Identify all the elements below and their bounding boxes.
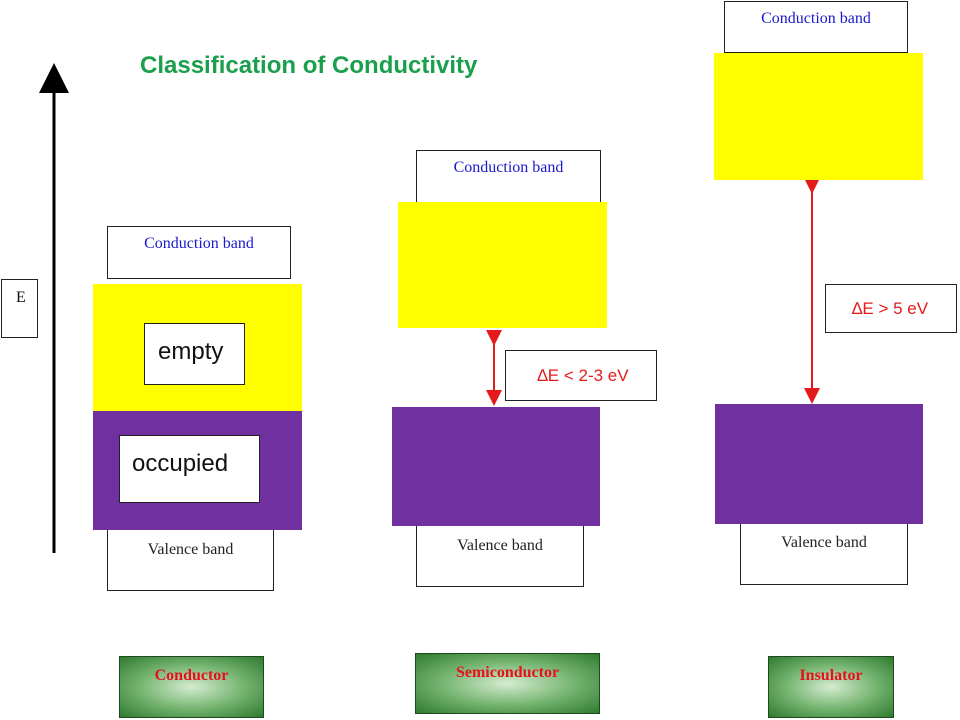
- conductor-empty-label: empty: [158, 338, 224, 365]
- semiconductor-valence-band-label-box: Valence band: [416, 523, 584, 587]
- semiconductor-gap-label-box: ∆E < 2-3 eV: [505, 350, 657, 401]
- energy-axis-label-box: E: [1, 279, 38, 338]
- conductor-valence-band-label-box: Valence band: [107, 527, 274, 591]
- insulator-conduction-band-label: Conduction band: [761, 10, 871, 27]
- insulator-gap-label-box: ∆E > 5 eV: [825, 284, 957, 333]
- semiconductor-valence-band-label: Valence band: [457, 537, 543, 554]
- conductor-occupied-label: occupied: [132, 450, 229, 477]
- conductor-valence-band-label: Valence band: [147, 541, 234, 558]
- conductor-empty-label-box: empty: [144, 323, 245, 385]
- semiconductor-conduction-band-label: Conduction band: [453, 159, 564, 176]
- semiconductor-type-box: Semiconductor: [415, 653, 600, 714]
- insulator-valence-band: [715, 404, 923, 524]
- conductor-conduction-band-label-box: Conduction band: [107, 226, 291, 279]
- insulator-type-label: Insulator: [799, 667, 863, 684]
- insulator-valence-band-label: Valence band: [781, 534, 867, 551]
- conductor-type-label: Conductor: [154, 667, 229, 684]
- semiconductor-conduction-band: [398, 202, 607, 328]
- conductor-type-box: Conductor: [119, 656, 264, 718]
- insulator-type-box: Insulator: [768, 656, 894, 718]
- conductor-conduction-band-label: Conduction band: [144, 235, 254, 252]
- insulator-conduction-band: [714, 53, 923, 180]
- diagram-title: Classification of Conductivity: [140, 52, 478, 79]
- energy-axis-label: E: [16, 289, 26, 306]
- conductor-occupied-label-box: occupied: [119, 435, 260, 503]
- semiconductor-valence-band: [392, 407, 600, 526]
- insulator-conduction-band-label-box: Conduction band: [724, 1, 908, 53]
- semiconductor-type-label: Semiconductor: [455, 664, 560, 681]
- semiconductor-conduction-band-label-box: Conduction band: [416, 150, 601, 203]
- semiconductor-gap-label: ∆E < 2-3 eV: [537, 365, 629, 385]
- insulator-valence-band-label-box: Valence band: [740, 520, 908, 585]
- insulator-gap-label: ∆E > 5 eV: [852, 298, 929, 318]
